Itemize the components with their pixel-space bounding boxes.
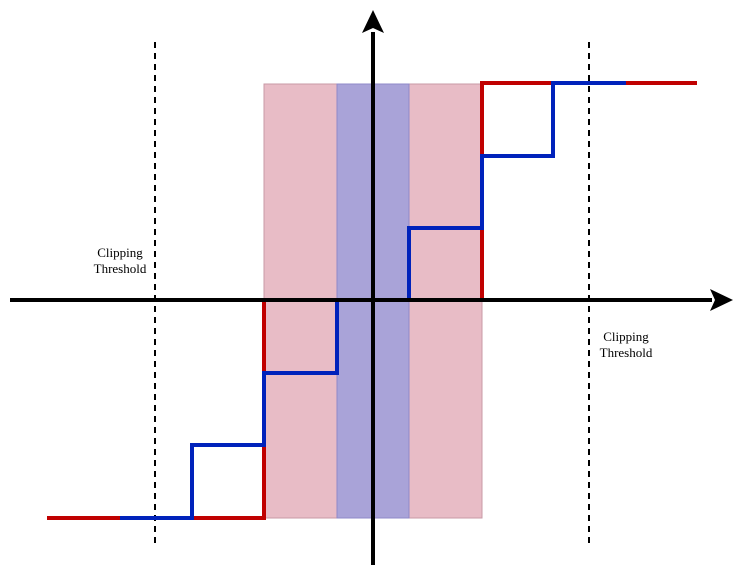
- clipping-threshold-right-label-line1: Clipping: [603, 329, 649, 344]
- y-axis-arrowhead: [362, 10, 384, 33]
- x-axis-arrowhead: [710, 289, 733, 311]
- clipping-threshold-left-label-line1: Clipping: [97, 245, 143, 260]
- clipping-threshold-right-label-line2: Threshold: [599, 345, 653, 360]
- clipping-threshold-left-label: Clipping Threshold: [84, 245, 156, 277]
- clipping-threshold-right-label: Clipping Threshold: [590, 329, 662, 361]
- clipping-threshold-left-label-line2: Threshold: [93, 261, 147, 276]
